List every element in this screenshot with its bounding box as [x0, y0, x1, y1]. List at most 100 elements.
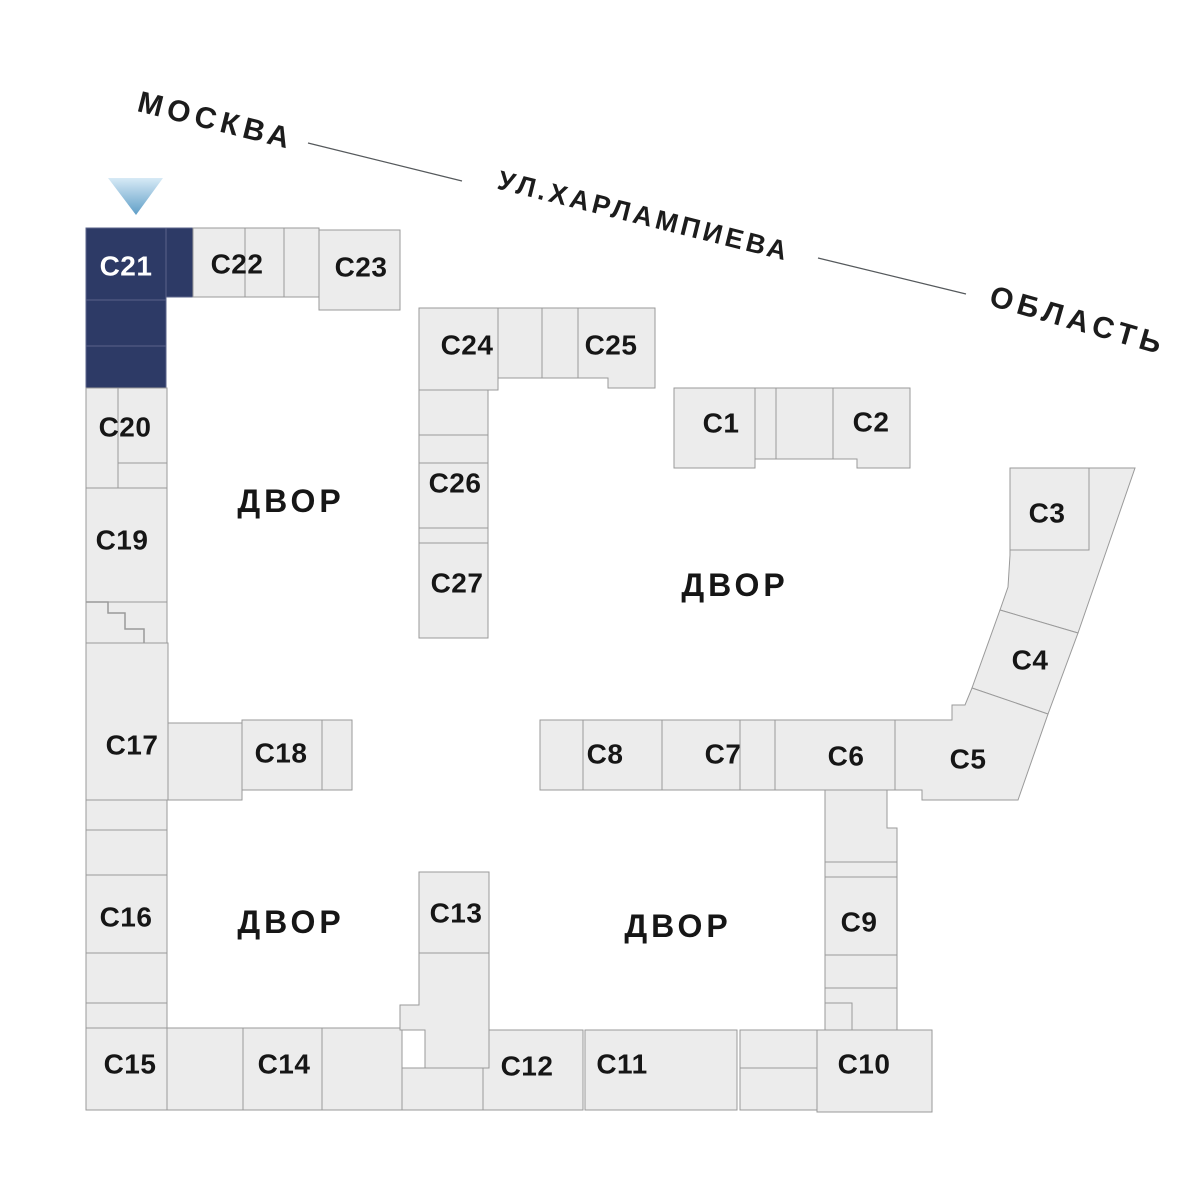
building-section	[739, 1029, 818, 1069]
building-c2[interactable]: С2	[832, 387, 911, 469]
building-c24[interactable]: С24	[418, 307, 499, 391]
building-section	[85, 1002, 168, 1029]
building-section	[541, 307, 579, 379]
building-section	[739, 1067, 818, 1111]
building-section	[85, 799, 168, 831]
building-c16-section	[85, 874, 168, 954]
building-c24-label: С24	[441, 330, 494, 361]
building-c27-label: С27	[431, 568, 484, 599]
building-c23-label: С23	[335, 252, 388, 283]
building-section	[754, 387, 777, 460]
building-c1-section	[673, 387, 756, 469]
courtyard-label-right: ДВОР	[681, 567, 788, 603]
building-c1-label: С1	[703, 408, 740, 439]
building-c23-section	[318, 229, 401, 311]
building-section	[321, 1027, 403, 1111]
street-line-right	[817, 257, 967, 295]
building-c19-label: С19	[96, 525, 149, 556]
building-c8-section	[582, 719, 663, 791]
building-c4[interactable]: С4	[971, 609, 1079, 715]
building-c19[interactable]: С19	[85, 487, 168, 603]
building-c3-section	[1009, 467, 1090, 551]
courtyard-label-bottom-right: ДВОР	[624, 908, 731, 944]
building-c15-label: С15	[104, 1049, 157, 1080]
building-c9-section	[824, 789, 898, 863]
building-c25[interactable]: С25	[577, 307, 656, 389]
building-section	[85, 601, 168, 644]
building-section	[775, 387, 834, 460]
building-c27-section	[418, 542, 489, 639]
building-c20-label: С20	[99, 412, 152, 443]
building-c13[interactable]: С13	[399, 871, 490, 1069]
building-c12[interactable]: С12	[482, 1029, 584, 1111]
building-c27[interactable]: С27	[418, 542, 489, 639]
building-section	[539, 719, 584, 791]
building-section	[418, 434, 489, 464]
building-c5[interactable]: С5	[894, 687, 1049, 801]
building-c21-section	[85, 345, 167, 389]
building-c18[interactable]: С18	[241, 719, 323, 791]
building-c23[interactable]: С23	[318, 229, 401, 311]
building-c7[interactable]: С7	[661, 719, 742, 791]
building-c26-section	[418, 462, 489, 529]
building-c14[interactable]: С14	[242, 1027, 323, 1111]
building-c6-label: С6	[828, 741, 865, 772]
building-c8[interactable]: С8	[582, 719, 663, 791]
building-c16-label: С16	[100, 902, 153, 933]
building-c22-section	[192, 227, 246, 298]
building-c19-section	[85, 487, 168, 603]
building-c3[interactable]: С3	[1009, 467, 1090, 551]
building-c11-section	[584, 1029, 738, 1111]
building-c21[interactable]: С21	[85, 227, 194, 389]
building-c7-section	[661, 719, 741, 791]
building-c22[interactable]: С22	[192, 227, 285, 298]
building-c24-section	[418, 307, 499, 391]
building-c14-section	[242, 1027, 323, 1111]
building-c6-section	[774, 719, 896, 791]
building-c10[interactable]: С10	[816, 1029, 933, 1113]
street-line-left	[307, 142, 463, 182]
building-c21-section	[165, 227, 194, 298]
building-c26[interactable]: С26	[418, 462, 489, 529]
building-c17[interactable]: С17	[85, 642, 243, 801]
building-section	[85, 952, 168, 1004]
building-c17-section	[85, 642, 169, 801]
building-c12-label: С12	[501, 1051, 554, 1082]
building-c4-label: С4	[1012, 645, 1049, 676]
street-label-name: УЛ.ХАРЛАМПИЕВА	[495, 165, 794, 267]
building-c15[interactable]: С15	[85, 1027, 168, 1111]
building-c17-label: С17	[106, 730, 159, 761]
building-c9-section	[824, 876, 898, 956]
building-section	[418, 527, 489, 544]
building-c20-section	[85, 387, 119, 489]
building-c5-label: С5	[950, 744, 987, 775]
building-c21-section	[85, 227, 167, 301]
building-c2-section	[832, 387, 911, 469]
building-section	[401, 1067, 484, 1111]
building-c16[interactable]: С16	[85, 874, 168, 954]
building-c6[interactable]: С6	[774, 719, 896, 791]
building-c13-section	[399, 952, 490, 1069]
building-c20[interactable]: С20	[85, 387, 168, 489]
building-c17-section	[167, 722, 243, 801]
building-section	[166, 1027, 244, 1111]
building-c11[interactable]: С11	[584, 1029, 738, 1111]
building-c20-section	[117, 462, 168, 489]
building-c13-label: С13	[430, 898, 483, 929]
building-c7-label: С7	[705, 739, 742, 770]
building-c8-label: С8	[587, 739, 624, 770]
building-c12-section	[482, 1029, 584, 1111]
building-c15-section	[85, 1027, 168, 1111]
street-label-moscow: МОСКВА	[134, 86, 297, 157]
building-section	[418, 389, 489, 436]
building-c3-label: С3	[1029, 498, 1066, 529]
street-label-oblast: ОБЛАСТЬ	[986, 280, 1170, 362]
building-c9[interactable]: С9	[824, 789, 898, 1031]
building-c21-section	[85, 299, 167, 347]
building-c1[interactable]: С1	[673, 387, 756, 469]
building-c21-label: С21	[100, 251, 153, 282]
building-c25-label: С25	[585, 330, 638, 361]
building-section	[739, 719, 776, 791]
building-c14-label: С14	[258, 1049, 311, 1080]
